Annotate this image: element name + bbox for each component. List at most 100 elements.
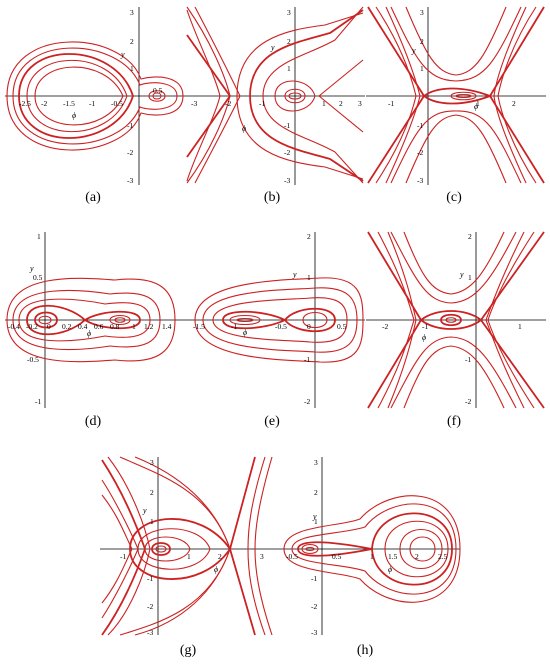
tick: -1 (284, 121, 290, 130)
orbit (26, 59, 128, 133)
tick: 3 (420, 8, 424, 17)
caption-f: (f) (447, 414, 461, 429)
x-axis-label: ϕ (243, 328, 247, 337)
x-axis-label: ϕ (214, 565, 218, 574)
tick: 1 (518, 322, 522, 331)
separatrix (18, 53, 134, 139)
separatrix (26, 304, 141, 336)
orbit (318, 59, 364, 133)
tick: -1 (35, 397, 41, 406)
tick: 2 (130, 37, 134, 46)
tick: 0.2 (62, 322, 72, 331)
phase-portrait-e: -1.5 -1 -0.5 0 0.5 2 1 -1 -2 ϕ y (185, 232, 365, 408)
orbit (34, 66, 124, 126)
tick: 1 (314, 517, 318, 526)
tick: 0 (47, 322, 51, 331)
orbit (301, 543, 319, 555)
y-axis-label: y (292, 270, 297, 279)
tick: -2 (311, 602, 317, 611)
tick: 2.5 (438, 552, 448, 561)
orbits-c (367, 6, 545, 184)
y-tick-labels: 3 2 1 -1 -2 -3 (127, 8, 134, 185)
tick: 2 (468, 232, 472, 241)
separatrix (297, 541, 373, 557)
y-tick-labels: 2 1 -1 -2 (465, 232, 472, 406)
x-axis-label: ϕ (388, 565, 392, 574)
tick: 1.4 (162, 322, 172, 331)
y-tick-labels: 3 2 1 -1 -2 -3 (284, 8, 291, 185)
orbit (385, 6, 421, 184)
tick: -2 (225, 99, 231, 108)
x-tick-labels: -0.4 -0.2 0 0.2 0.4 0.6 0.8 1 1.2 1.4 (8, 322, 172, 331)
orbit (144, 536, 191, 562)
tick: 1 (476, 99, 480, 108)
x-tick-labels: -2.5 -2 -1.5 -1 -0.5 0.5 (19, 86, 163, 108)
tick: 1 (287, 64, 291, 73)
orbit (236, 317, 254, 323)
tick: 1 (420, 64, 424, 73)
tick: 0.5 (153, 86, 163, 95)
separatrix (419, 310, 483, 330)
orbit (151, 542, 171, 556)
orbit (403, 345, 505, 409)
tick: -3 (127, 176, 133, 185)
x-tick-labels: -1 1 2 3 (120, 552, 264, 561)
tick: 1 (468, 273, 472, 282)
orbits-b (186, 6, 364, 184)
orbit (6, 41, 184, 151)
orbit (405, 6, 507, 76)
tick: -1.5 (63, 99, 75, 108)
tick: -1 (259, 99, 265, 108)
orbit (12, 289, 161, 351)
tick: -1.5 (193, 322, 205, 331)
x-axis-label: ϕ (242, 124, 246, 133)
orbit (493, 6, 527, 184)
orbit (186, 9, 221, 182)
orbit (254, 456, 273, 636)
panel-f: -2 -1 1 2 1 -1 -2 ϕ y (366, 230, 546, 410)
orbit (403, 231, 505, 295)
caption-a: (a) (85, 190, 101, 205)
orbit (487, 231, 535, 409)
tick: 0.4 (78, 322, 88, 331)
tick: 2 (415, 552, 419, 561)
caption-d: (d) (84, 414, 102, 429)
orbit (455, 93, 472, 99)
tick: -3 (284, 176, 290, 185)
y-axis-label: y (411, 46, 416, 55)
separatrix (488, 6, 545, 184)
orbit (288, 92, 302, 100)
orbit (390, 6, 522, 82)
separatrix (371, 512, 453, 586)
orbits-e (194, 277, 364, 363)
tick: 2 (218, 552, 222, 561)
panel-g: -1 1 2 3 3 2 1 -1 -2 -3 ϕ y (100, 455, 280, 637)
orbit (18, 298, 151, 342)
orbit (101, 479, 139, 619)
orbit (229, 314, 261, 326)
orbit (134, 456, 231, 550)
tick: -2 (147, 602, 153, 611)
panel-e: -1.5 -1 -0.5 0 0.5 2 1 -1 -2 ϕ y (185, 230, 365, 410)
orbit (390, 231, 517, 304)
tick: 2 (314, 488, 318, 497)
tick: 1 (187, 552, 191, 561)
orbit (409, 536, 436, 562)
orbit (445, 317, 457, 323)
tick: 1 (150, 517, 154, 526)
tick: -2 (465, 397, 471, 406)
tick: -3 (417, 176, 423, 185)
orbit (283, 495, 461, 603)
caption-h: (h) (356, 643, 374, 658)
tick: -1 (304, 355, 310, 364)
y-tick-labels: 2 1 -1 -2 (304, 232, 311, 406)
panel-a: -2.5 -2 -1.5 -1 -0.5 0.5 3 2 1 -1 -2 -3 … (5, 5, 185, 185)
orbits-d (6, 277, 176, 363)
tick: 1 (37, 232, 41, 241)
panel-c: -1 1 2 3 2 1 -1 -2 -3 ϕ y (366, 5, 546, 185)
tick: 1 (307, 273, 311, 282)
tick: 1 (370, 552, 374, 561)
tick: 3 (287, 8, 291, 17)
tick: 2 (512, 99, 516, 108)
panel-b: -3 -2 -1 1 2 3 3 2 1 -1 -2 -3 ϕ y (185, 5, 365, 185)
